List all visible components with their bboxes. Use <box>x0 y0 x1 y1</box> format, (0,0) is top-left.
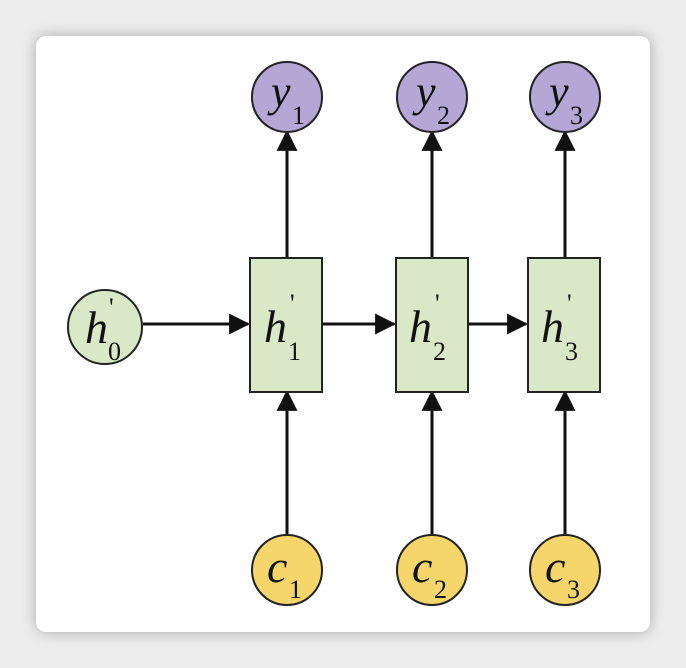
hidden-2-main: h <box>409 301 432 352</box>
node-h0-main: h <box>85 302 108 353</box>
output-3-main: y <box>545 67 569 116</box>
output-1-sub: 1 <box>292 101 305 130</box>
output-2-main: y <box>412 67 436 116</box>
input-node-3: c 3 <box>529 534 601 606</box>
input-3-main: c <box>545 541 565 592</box>
hidden-1-main: h <box>264 301 287 352</box>
node-h0: h ' 0 <box>67 289 143 366</box>
hidden-2-sub: 2 <box>433 337 446 366</box>
input-node-1: c 1 <box>251 534 323 606</box>
input-1-sub: 1 <box>289 575 302 604</box>
node-h0-prime: ' <box>109 293 114 322</box>
hidden-3-prime: ' <box>567 289 572 318</box>
output-3-sub: 3 <box>570 101 583 130</box>
output-node-3: y 3 <box>529 61 601 133</box>
output-node-2: y 2 <box>396 61 468 133</box>
hidden-2-prime: ' <box>435 289 440 318</box>
output-1-main: y <box>267 67 291 116</box>
input-2-main: c <box>412 541 432 592</box>
input-1-main: c <box>267 541 287 592</box>
hidden-1-sub: 1 <box>288 337 301 366</box>
output-node-1: y 1 <box>251 61 323 133</box>
hidden-box-3: h ' 3 <box>527 257 601 393</box>
input-2-sub: 2 <box>434 575 447 604</box>
hidden-3-main: h <box>541 301 564 352</box>
hidden-1-prime: ' <box>290 289 295 318</box>
output-2-sub: 2 <box>437 101 450 130</box>
node-h0-sub: 0 <box>108 337 121 366</box>
hidden-3-sub: 3 <box>565 337 578 366</box>
input-node-2: c 2 <box>396 534 468 606</box>
hidden-box-2: h ' 2 <box>395 257 469 393</box>
input-3-sub: 3 <box>567 575 580 604</box>
hidden-box-1: h ' 1 <box>249 257 323 393</box>
